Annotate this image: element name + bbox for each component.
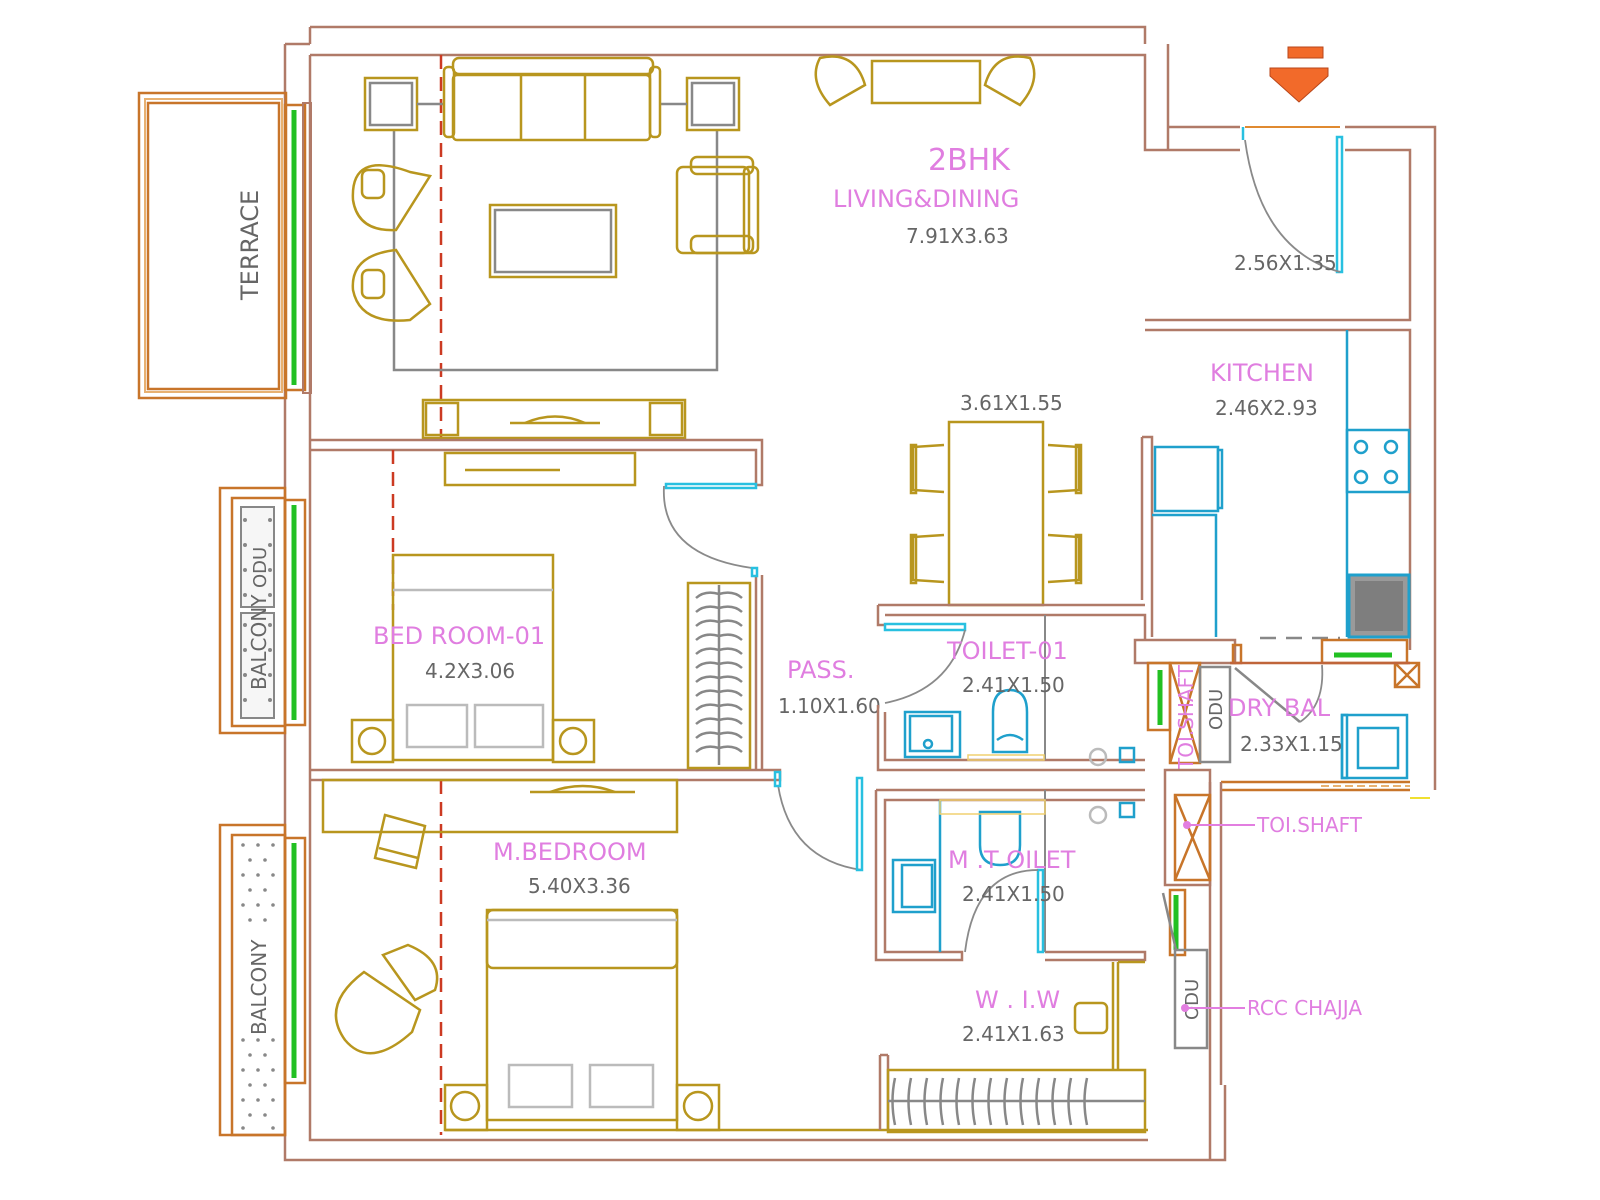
- bedroom-1-label: BED ROOM-01: [373, 622, 545, 650]
- drybal-size: 2.33X1.15: [1240, 732, 1343, 756]
- wiw-hangers: [891, 1077, 1089, 1126]
- dining-area: 3.61X1.55: [909, 391, 1083, 607]
- balcony-2-hatch: [241, 843, 275, 1130]
- balcony-1: BALCONY ODU: [218, 486, 307, 735]
- passage: PASS. 1.10X1.60: [773, 656, 881, 872]
- drybal-label: DRY BAL: [1228, 694, 1331, 722]
- master-bedroom: M.BEDROOM 5.40X3.36: [321, 778, 1148, 1135]
- wardrobe-hangers: [695, 591, 743, 753]
- plan-title: 2BHK: [928, 143, 1011, 178]
- mtoilet-label: M .T OILET: [948, 846, 1076, 874]
- hob-icon: [1353, 439, 1399, 485]
- walk-in-wardrobe: W . I.W 2.41X1.63: [878, 960, 1147, 1134]
- sofa: [442, 56, 662, 142]
- living-room: 2BHK LIVING&DINING 7.91X3.63 2.56X1.35: [351, 55, 1337, 440]
- balcony-2-label: BALCONY: [247, 939, 271, 1035]
- dry-balcony: ODU TOI.SHAFT DRY BAL 2.33X1.15: [1133, 638, 1430, 1160]
- dining-chairs: [909, 443, 1083, 585]
- mtoilet-size: 2.41X1.50: [962, 882, 1065, 906]
- drybal-odu-label: ODU: [1206, 689, 1227, 730]
- toilet-1-label: TOILET-01: [946, 637, 1068, 665]
- dining-size: 3.61X1.55: [960, 391, 1063, 415]
- toi-shaft-vertical-label: TOI.SHAFT: [1174, 664, 1198, 771]
- chajja-odu-label: ODU: [1182, 979, 1203, 1020]
- balcony-1-odu-label: ODU: [250, 547, 271, 588]
- living-size: 7.91X3.63: [906, 224, 1009, 248]
- balcony-2: BALCONY: [218, 823, 307, 1137]
- rcc-chajja-callout: RCC CHAJJA: [1247, 996, 1362, 1020]
- kitchen: KITCHEN 2.46X2.93: [1140, 330, 1411, 640]
- master-toilet: M .T OILET 2.41X1.50: [874, 788, 1147, 962]
- toi-shaft-callout: TOI.SHAFT: [1256, 813, 1363, 837]
- wiw-size: 2.41X1.63: [962, 1022, 1065, 1046]
- foyer-size: 2.56X1.35: [1234, 251, 1337, 275]
- toilet-1: TOILET-01 2.41X1.50: [876, 603, 1147, 772]
- terrace: TERRACE: [137, 91, 312, 400]
- kitchen-size: 2.46X2.93: [1215, 396, 1318, 420]
- bedroom-1-size: 4.2X3.06: [425, 659, 515, 683]
- shaft-chajja: TOI.SHAFT ODU RCC CHAJJA: [1161, 768, 1363, 1050]
- kitchen-label: KITCHEN: [1210, 359, 1314, 387]
- terrace-label: TERRACE: [236, 190, 264, 301]
- lounge-chair-2: [351, 248, 432, 322]
- mbedroom-size: 5.40X3.36: [528, 874, 631, 898]
- passage-size: 1.10X1.60: [778, 694, 881, 718]
- lounge-chair-1: [351, 164, 433, 232]
- passage-label: PASS.: [787, 656, 854, 684]
- mbedroom-label: M.BEDROOM: [493, 838, 647, 866]
- toilet-1-size: 2.41X1.50: [962, 673, 1065, 697]
- bedroom-1: BED ROOM-01 4.2X3.06: [310, 438, 782, 782]
- entry-arrow-icon: [1269, 46, 1329, 103]
- wiw-label: W . I.W: [975, 986, 1060, 1014]
- balcony-1-label: BALCONY: [247, 594, 271, 690]
- living-label: LIVING&DINING: [833, 185, 1019, 213]
- armchair: [675, 155, 760, 255]
- foyer-door[interactable]: [1241, 126, 1344, 274]
